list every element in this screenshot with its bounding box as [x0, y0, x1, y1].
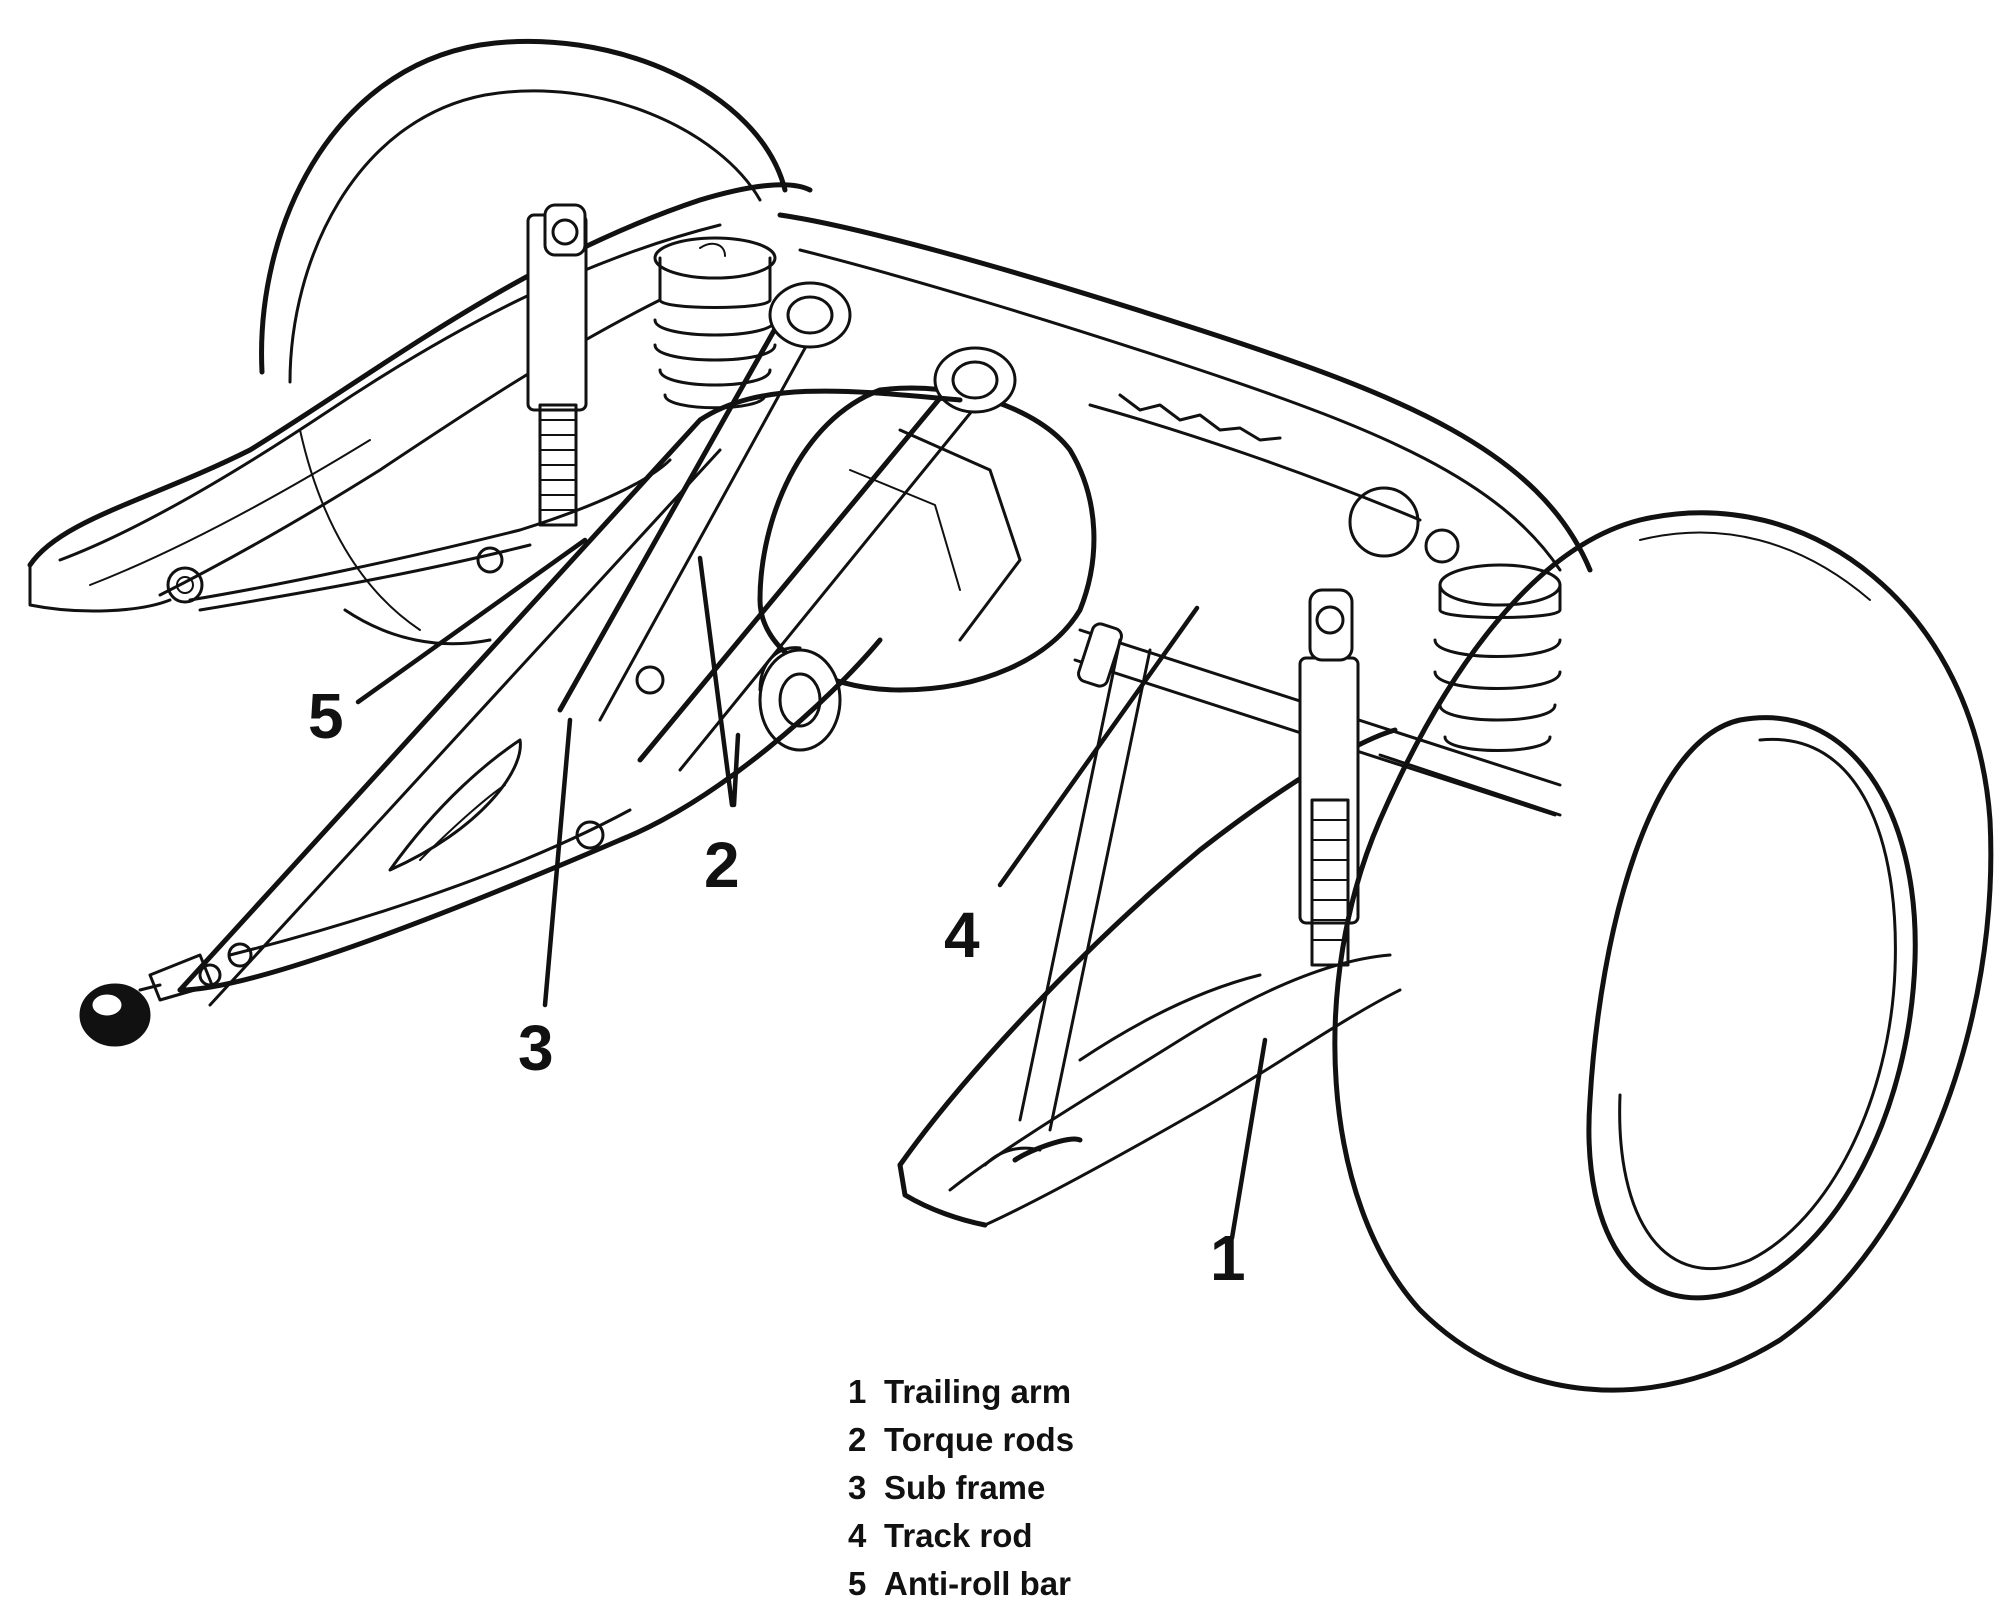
right-damper-spring: [1298, 563, 1562, 967]
callout-leaders: [355, 537, 1268, 1241]
right-wheel: [1332, 510, 1994, 1393]
sub-frame-mount: [79, 953, 214, 1047]
callout-2: 2: [704, 829, 740, 901]
leader-5: [355, 537, 588, 705]
legend-number: 2: [848, 1421, 867, 1458]
rear-cross-member: [777, 212, 1593, 573]
legend-number: 1: [848, 1373, 867, 1410]
legend-label: Sub frame: [884, 1469, 1046, 1506]
sub-frame: [177, 388, 963, 1007]
left-wheel-arch: [27, 182, 813, 613]
left-damper-spring: [526, 203, 777, 527]
callout-4: 4: [944, 899, 980, 971]
callout-3: 3: [518, 1012, 554, 1084]
callout-5: 5: [308, 680, 344, 752]
legend-item: 4 Track rod: [848, 1512, 1074, 1560]
leader-4: [997, 605, 1200, 888]
legend-label: Anti-roll bar: [884, 1565, 1071, 1602]
callout-numbers: 1 2 3 4 5: [308, 680, 1246, 1294]
leader-2a: [697, 555, 735, 808]
leader-2b: [731, 732, 741, 808]
legend-number: 4: [848, 1517, 867, 1554]
differential: [757, 385, 1097, 752]
legend-number: 3: [848, 1469, 867, 1506]
legend-item: 3 Sub frame: [848, 1464, 1074, 1512]
legend-label: Trailing arm: [884, 1373, 1072, 1410]
right-trailing-arm: [897, 638, 1402, 1228]
leader-1: [1229, 1037, 1268, 1241]
legend-label: Torque rods: [884, 1421, 1075, 1458]
legend-number: 5: [848, 1565, 867, 1602]
leader-3: [542, 717, 573, 1008]
legend-item: 5 Anti-roll bar: [848, 1560, 1074, 1608]
callout-1: 1: [1210, 1222, 1246, 1294]
left-wheel: [259, 39, 788, 646]
legend-label: Track rod: [884, 1517, 1033, 1554]
anti-roll-bar: [188, 458, 672, 612]
legend-item: 2 Torque rods: [848, 1416, 1074, 1464]
legend-item: 1 Trailing arm: [848, 1368, 1074, 1416]
